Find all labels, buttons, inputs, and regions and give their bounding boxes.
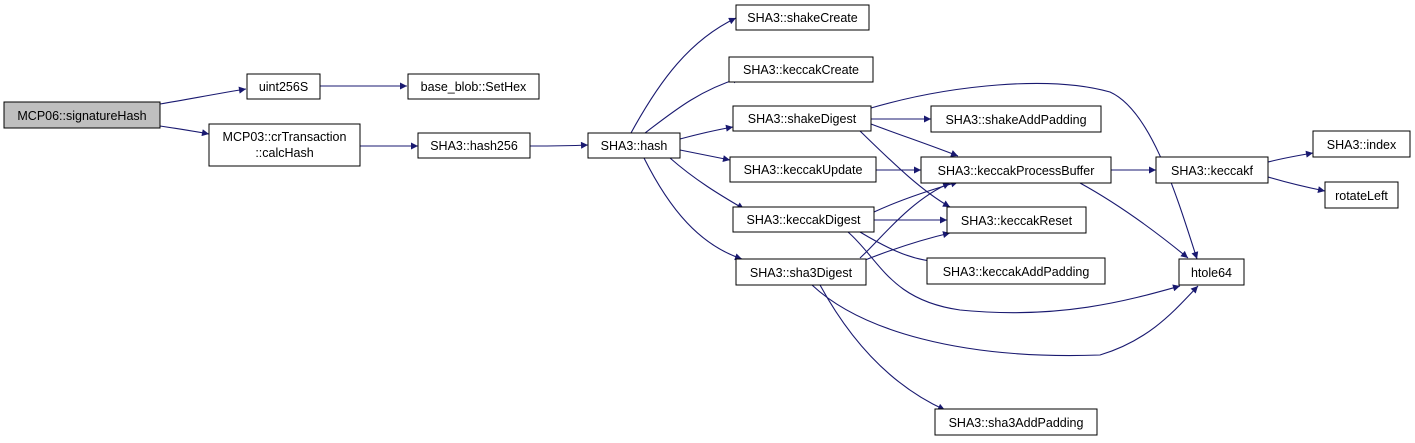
edge-sha3Digest-htole64 xyxy=(811,284,1199,357)
edge-shakeDigest-htole64 xyxy=(870,82,1199,260)
node-rotateLeft[interactable]: rotateLeft xyxy=(1324,181,1399,209)
node-keccakDigest[interactable]: SHA3::keccakDigest xyxy=(732,206,875,233)
node-label: SHA3::keccakf xyxy=(1171,164,1254,178)
node-shakeDigest[interactable]: SHA3::shakeDigest xyxy=(732,105,872,132)
edge-signatureHash-calcHash xyxy=(159,125,210,137)
node-keccakUpdate[interactable]: SHA3::keccakUpdate xyxy=(729,156,877,183)
node-keccakCreate[interactable]: SHA3::keccakCreate xyxy=(728,56,874,83)
edge-hash-sha3Digest xyxy=(643,157,743,261)
node-label-line2: ::calcHash xyxy=(255,146,313,160)
edges xyxy=(159,17,1326,411)
node-SetHex[interactable]: base_blob::SetHex xyxy=(407,73,540,100)
node-keccakReset[interactable]: SHA3::keccakReset xyxy=(946,206,1087,234)
node-label: SHA3::keccakReset xyxy=(961,214,1073,228)
edge-sha3Digest-keccakProcessBuffer xyxy=(859,182,951,259)
node-label: SHA3::keccakDigest xyxy=(747,213,861,227)
node-label: SHA3::shakeDigest xyxy=(748,112,857,126)
node-label: SHA3::index xyxy=(1327,138,1397,152)
node-uint256S[interactable]: uint256S xyxy=(246,73,321,100)
node-label: SHA3::hash xyxy=(601,139,668,153)
edge-shakeDigest-keccakProcessBuffer xyxy=(870,123,959,157)
node-sha3AddPadding[interactable]: SHA3::sha3AddPadding xyxy=(934,408,1098,436)
edge-sha3Digest-sha3AddPadding xyxy=(819,284,946,411)
node-label: rotateLeft xyxy=(1335,189,1388,203)
node-calcHash[interactable]: MCP03::crTransaction ::calcHash xyxy=(208,123,361,167)
node-htole64[interactable]: htole64 xyxy=(1178,258,1245,286)
edge-keccakf-index xyxy=(1267,150,1314,163)
edge-signatureHash-uint256S xyxy=(159,86,247,105)
node-label: SHA3::keccakUpdate xyxy=(744,163,863,177)
node-keccakAddPadding[interactable]: SHA3::keccakAddPadding xyxy=(926,257,1106,285)
edge-keccakf-rotateLeft xyxy=(1267,176,1326,194)
node-label: SHA3::keccakAddPadding xyxy=(943,265,1090,279)
node-label: base_blob::SetHex xyxy=(421,80,527,94)
node-label: SHA3::shakeCreate xyxy=(747,11,858,25)
node-keccakProcessBuffer[interactable]: SHA3::keccakProcessBuffer xyxy=(920,156,1112,184)
node-signatureHash[interactable]: MCP06::signatureHash xyxy=(3,101,161,129)
node-label: SHA3::shakeAddPadding xyxy=(945,113,1086,127)
node-label: SHA3::sha3AddPadding xyxy=(949,416,1084,430)
edge-keccakDigest-htole64 xyxy=(847,231,1181,314)
node-label: SHA3::keccakCreate xyxy=(743,63,859,77)
node-label: uint256S xyxy=(259,80,308,94)
edge-hash-keccakUpdate xyxy=(679,149,731,163)
node-hash256[interactable]: SHA3::hash256 xyxy=(417,132,531,159)
node-label: SHA3::sha3Digest xyxy=(750,266,853,280)
node-sha3Digest[interactable]: SHA3::sha3Digest xyxy=(735,258,867,286)
node-index[interactable]: SHA3::index xyxy=(1312,130,1411,158)
node-label: SHA3::hash256 xyxy=(430,139,518,153)
node-keccakf[interactable]: SHA3::keccakf xyxy=(1155,156,1269,184)
edge-keccakDigest-keccakProcessBuffer xyxy=(873,180,959,213)
nodes: MCP06::signatureHash uint256S base_blob:… xyxy=(3,4,1411,436)
edge-shakeDigest-keccakReset xyxy=(859,130,951,208)
edge-hash-keccakCreate xyxy=(644,76,741,134)
node-label: htole64 xyxy=(1191,266,1232,280)
edge-hash256-hash xyxy=(529,141,589,149)
node-label: SHA3::keccakProcessBuffer xyxy=(938,164,1095,178)
edge-hash-shakeDigest xyxy=(679,124,734,140)
node-shakeCreate[interactable]: SHA3::shakeCreate xyxy=(735,4,870,31)
node-label: MCP06::signatureHash xyxy=(17,109,146,123)
edge-sha3Digest-keccakReset xyxy=(859,231,951,263)
edge-keccakProcessBuffer-htole64 xyxy=(1079,182,1189,259)
edge-hash-keccakDigest xyxy=(669,157,745,210)
edge-hash-shakeCreate xyxy=(630,17,737,134)
node-label: MCP03::crTransaction xyxy=(223,130,347,144)
node-hash[interactable]: SHA3::hash xyxy=(587,132,681,159)
node-shakeAddPadding[interactable]: SHA3::shakeAddPadding xyxy=(930,105,1102,133)
